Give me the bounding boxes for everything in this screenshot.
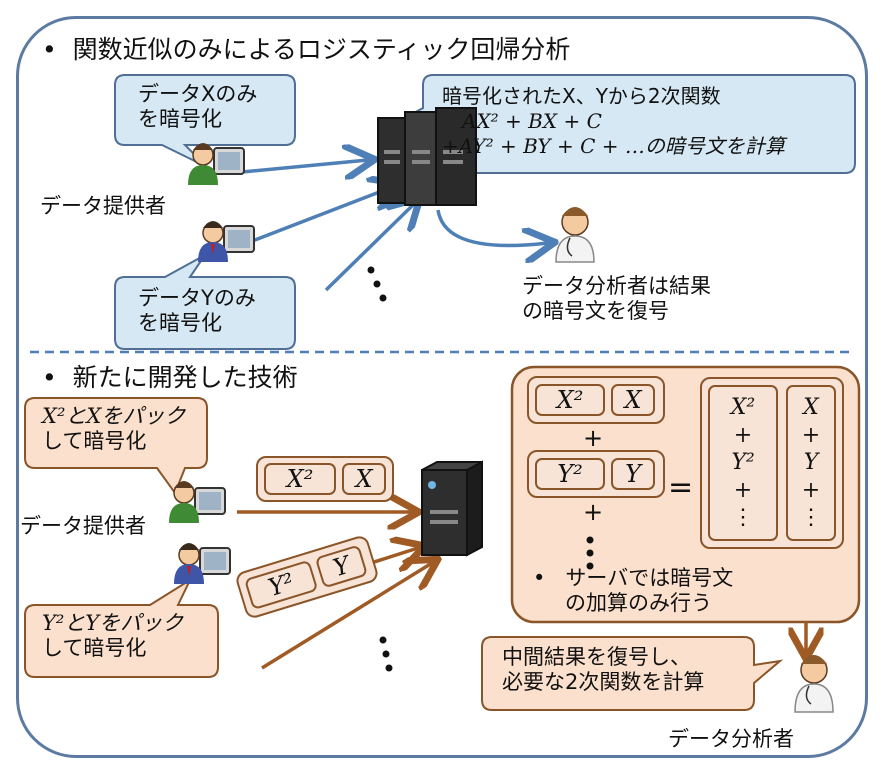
- person-computer-icon-x-top: [188, 143, 245, 185]
- server-note: • サーバでは暗号文 の加算のみ行う: [533, 566, 734, 616]
- arrow-x-to-server: [241, 160, 368, 172]
- panel-pack-y-square: Y²: [535, 458, 605, 490]
- plus-sign-1: +: [583, 424, 604, 452]
- panel-pack-y: Y² Y: [527, 450, 665, 498]
- panel-pack-x-linear: X: [611, 384, 655, 416]
- heading-top: • 関数近似のみによるロジスティック回帰分析: [42, 35, 571, 64]
- sum-column-square: X² + Y² + ⋮: [708, 385, 778, 541]
- analyst-label-bottom: データ分析者: [668, 727, 794, 751]
- bubble-y-bottom-text: Y²とYをパック して暗号化: [42, 611, 184, 661]
- arrow-y-to-server: [241, 186, 395, 247]
- ellipsis-dots-bottom: [379, 636, 393, 672]
- person-computer-icon-y-bottom: [174, 543, 231, 584]
- heading-bottom: • 新たに開発した技術: [42, 363, 298, 392]
- provider-label-top: データ提供者: [40, 194, 166, 218]
- pack-y-linear: Y: [314, 544, 369, 589]
- panel-sum-box: X² + Y² + ⋮ X + Y + ⋮: [700, 377, 844, 549]
- bubble-x-bottom: [24, 397, 208, 496]
- person-computer-icon-y-top: [198, 221, 255, 262]
- server-icon-bottom: [421, 460, 483, 557]
- provider-label-bottom: データ提供者: [20, 514, 146, 538]
- pack-x-square: X²: [264, 463, 336, 495]
- equals-sign: =: [668, 470, 694, 505]
- server-bubble-top-text: 暗号化されたX、Yから2次関数 AX² + BX + C +AY² + BY +…: [442, 84, 785, 158]
- ellipsis-dots-top: [367, 266, 387, 302]
- doctor-icon-bottom: [794, 655, 834, 713]
- panel-pack-x: X² X: [527, 376, 665, 424]
- arrow-more-bottom-to-server: [261, 563, 432, 670]
- analyst-label-top: データ分析者は結果 の暗号文を復号: [522, 274, 711, 324]
- panel-pack-x-square: X²: [535, 384, 605, 416]
- analyst-bubble-text: 中間結果を復号し、 必要な2次関数を計算: [502, 645, 705, 695]
- bubble-y-bottom: [24, 577, 219, 678]
- panel-pack-y-linear: Y: [611, 458, 655, 490]
- arrow-more-to-server: [324, 203, 415, 292]
- pack-box-x: X² X: [256, 456, 394, 502]
- ellipsis-dots-panel: [586, 536, 594, 570]
- bubble-y-top-text: データYのみ を暗号化: [138, 286, 256, 336]
- arrow-server-to-analyst: [436, 209, 548, 246]
- plus-sign-2: +: [583, 498, 604, 526]
- outer-frame: [16, 16, 868, 758]
- server-icon-top: [377, 107, 477, 206]
- bubble-analyst-bottom: [481, 636, 784, 711]
- bubble-x-top-text: データXのみ を暗号化: [138, 82, 258, 132]
- doctor-icon-top: [555, 207, 595, 263]
- pack-x-linear: X: [342, 463, 386, 495]
- sum-column-linear: X + Y + ⋮: [786, 385, 836, 541]
- bubble-y-top: [114, 254, 296, 350]
- person-computer-icon-x-bottom: [169, 481, 226, 523]
- bubble-x-bottom-text: X²とXをパック して暗号化: [42, 404, 186, 454]
